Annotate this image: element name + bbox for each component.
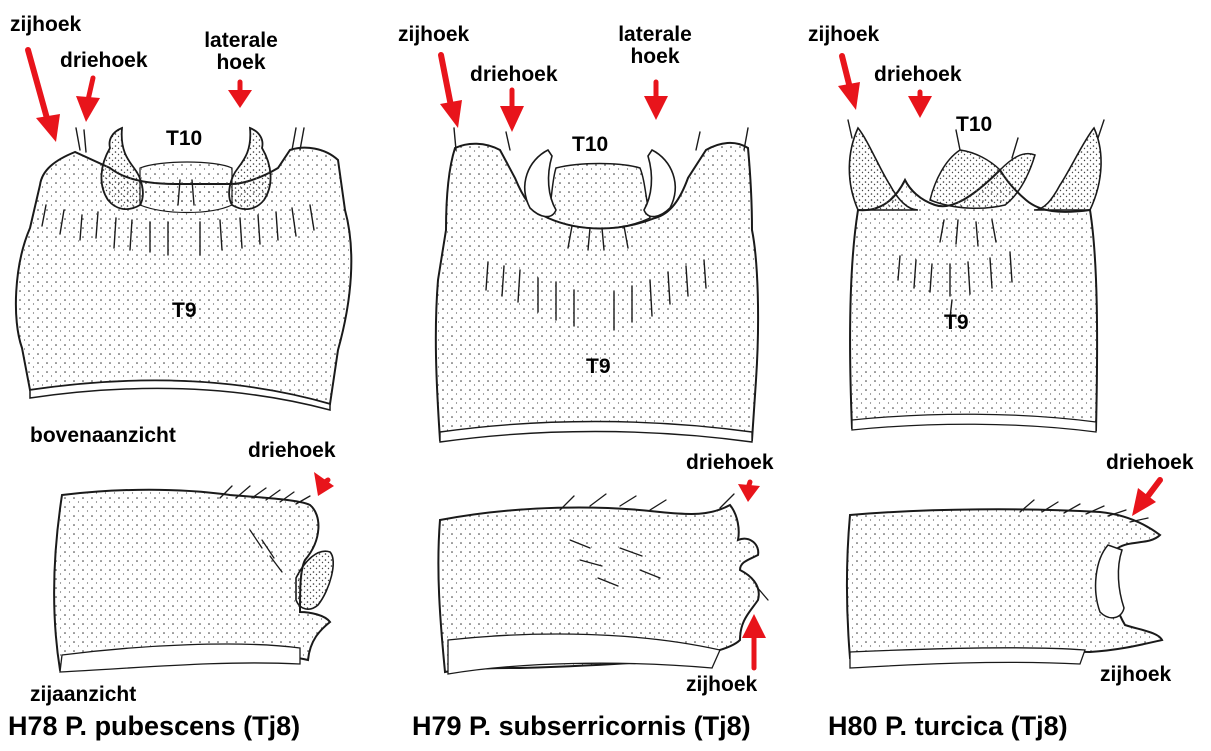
h79-laterale-label: laterale [610,24,700,45]
h80-right-lobe [1034,128,1101,210]
h78-lateral-view [54,486,333,672]
h78-lateral-body [54,490,330,670]
h78-caption: H78 P. pubescens (Tj8) [8,713,300,740]
h79-side-driehoek-arrow [738,484,760,502]
h80-caption: H80 P. turcica (Tj8) [828,713,1068,740]
h79-dorsal-view [436,128,758,442]
h78-side-driehoek-label: driehoek [248,440,336,461]
h78-t10-left-lobe [101,128,142,209]
h79-driehoek-label: driehoek [470,64,558,85]
h80-driehoek-arrow [908,96,932,118]
h78-t10-center [140,162,232,213]
h80-lateral-lower-plate [850,648,1085,668]
h79-hoek-label: hoek [610,46,700,67]
h80-segment-t9: T9 [944,312,969,333]
h78-segment-t10: T10 [166,128,202,149]
h78-zijhoek-arrow [36,114,60,142]
h80-side-driehoek-label: driehoek [1106,452,1194,473]
h79-zijhoek-arrow [440,100,462,128]
h79-side-driehoek-label: driehoek [686,452,774,473]
h78-dorsal-view [16,128,351,410]
h78-segment-t9: T9 [172,300,197,321]
h78-t10-right-lobe [229,128,270,209]
h79-t10-left-horn [525,150,556,217]
h78-laterale-hoek-arrow [228,90,252,108]
h79-side-zijhoek-label: zijhoek [686,674,757,695]
h79-laterale-hoek-arrow [644,96,668,120]
h78-laterale-label: laterale [196,30,286,51]
h80-lateral-view [847,500,1162,668]
h78-side-driehoek-arrow [314,472,334,496]
h79-segment-t10: T10 [572,134,608,155]
h78-zijhoek-label: zijhoek [10,14,81,35]
h80-segment-t10: T10 [956,114,992,135]
h80-dorsal-view [848,120,1104,432]
h78-hoek-label: hoek [196,52,286,73]
h78-driehoek-label: driehoek [60,50,148,71]
h80-driehoek-label: driehoek [874,64,962,85]
h79-lateral-view [438,494,768,674]
h79-t10-right-horn [644,150,675,217]
h80-zijhoek-arrow [838,82,860,110]
h80-side-zijhoek-label: zijhoek [1100,664,1171,685]
view-label-lateral: zijaanzicht [30,684,136,705]
h79-t10-plate [548,164,650,229]
h79-caption: H79 P. subserricornis (Tj8) [412,713,751,740]
view-label-dorsal: bovenaanzicht [30,425,176,446]
h80-zijhoek-label: zijhoek [808,24,879,45]
h79-segment-t9: T9 [586,356,611,377]
h78-driehoek-arrow [76,96,100,122]
h79-driehoek-arrow [500,106,524,132]
h79-zijhoek-label: zijhoek [398,24,469,45]
